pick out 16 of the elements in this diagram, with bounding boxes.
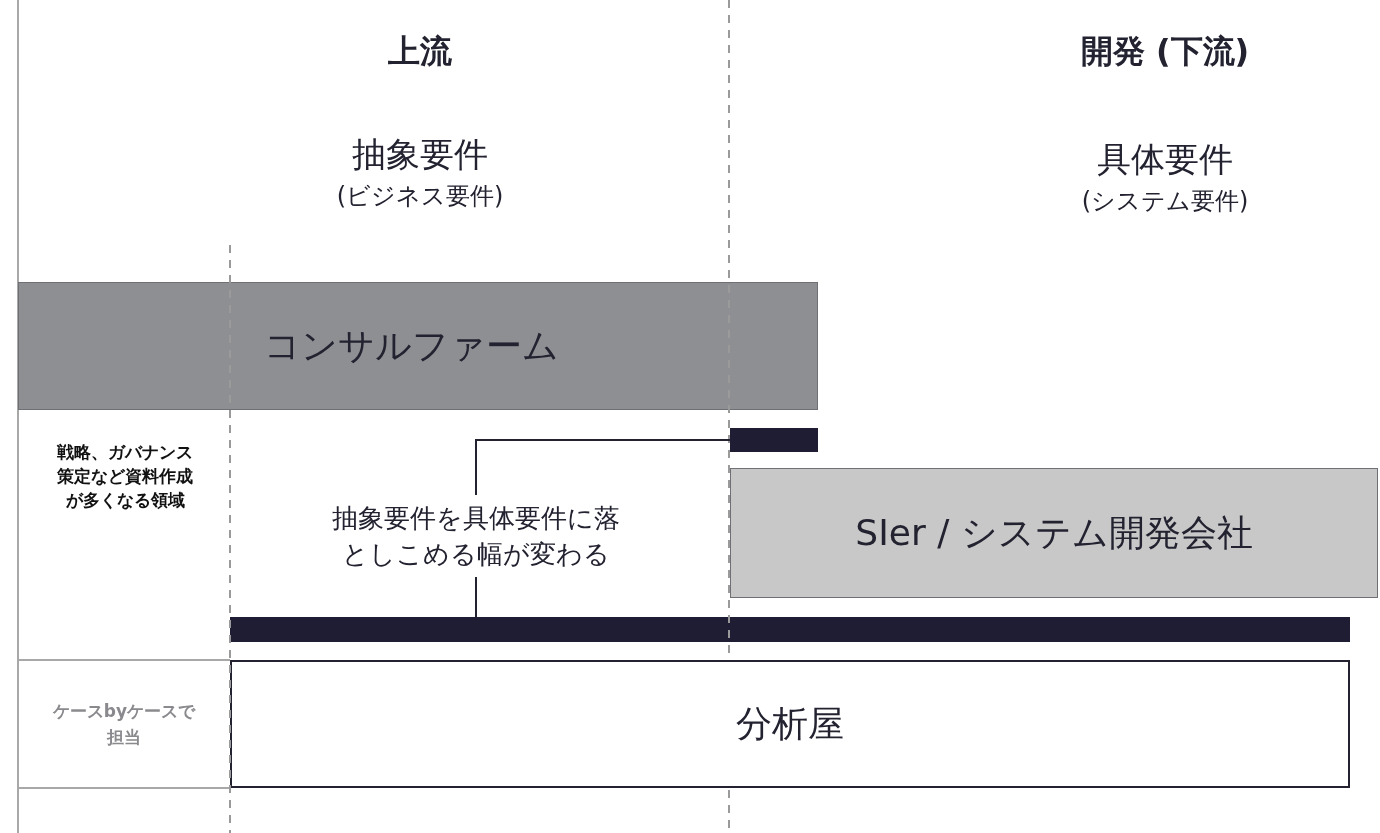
organization-box: 分析屋 (230, 660, 1350, 788)
heading: 上流 (387, 31, 453, 72)
column-heading: 具体要件 (1096, 138, 1234, 181)
note-text: 抽象要件を具体要件に落としこめる幅が変わる (330, 495, 622, 577)
leader-line (475, 576, 477, 618)
organization-band: SIer / システム開発会社 (730, 468, 1378, 598)
column-heading: 抽象要件 (351, 133, 489, 176)
subheading: (ビジネス要件) (335, 181, 505, 212)
range-bar (230, 617, 1350, 642)
heading: 開発 (下流) (1079, 31, 1251, 72)
range-bar (730, 428, 818, 452)
organization-band: コンサルファーム (18, 282, 818, 410)
leader-line (475, 439, 731, 496)
side-note: 戦略、ガバナンス策定など資料作成が多くなる領域 (56, 441, 194, 512)
row-header: ケースbyケースで担当 (18, 660, 230, 788)
subheading: (システム要件) (1080, 186, 1250, 217)
